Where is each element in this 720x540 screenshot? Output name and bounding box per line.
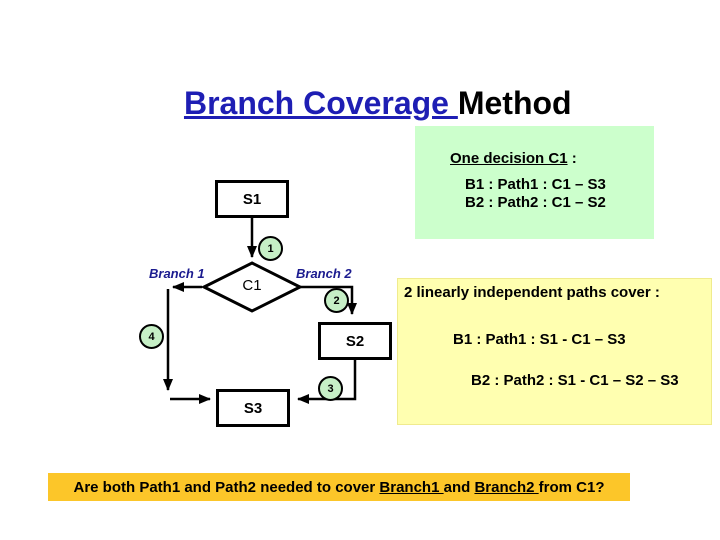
edge-marker-1: 1 xyxy=(258,236,283,261)
decision-note-line-2: B2 : Path2 : C1 – S2 xyxy=(465,194,606,211)
footer-branch2-underline: Branch2 xyxy=(474,478,539,496)
page-title: Branch Coverage Method xyxy=(0,48,720,159)
footer-part3: from C1? xyxy=(538,478,605,496)
footer-part1: Are both Path1 and Path2 needed to cover xyxy=(73,478,380,496)
edge-s2-to-s3 xyxy=(297,360,357,404)
title-rest: Method xyxy=(457,85,572,121)
branch1-edge-label: Branch 1 xyxy=(149,266,205,281)
edge-marker-2: 2 xyxy=(324,288,349,313)
decision-note-heading: One decision C1 : xyxy=(425,133,577,184)
footer-part2: and xyxy=(443,478,475,496)
edge-c1-branch2-to-s2 xyxy=(300,285,357,315)
paths-note-box: 2 linearly independent paths cover : B1 … xyxy=(397,278,712,425)
decision-note-heading-underline: One decision C1 xyxy=(450,150,568,167)
paths-note-line-2: B2 : Path2 : S1 - C1 – S2 – S3 xyxy=(471,372,679,389)
footer-branch1-underline: Branch1 xyxy=(379,478,444,496)
paths-note-line-1: B1 : Path1 : S1 - C1 – S3 xyxy=(453,331,626,348)
paths-note-heading: 2 linearly independent paths cover : xyxy=(404,284,660,301)
decision-note-box: One decision C1 : B1 : Path1 : C1 – S3 B… xyxy=(415,126,654,239)
decision-note-heading-suffix: : xyxy=(567,150,577,167)
edge-marker-3: 3 xyxy=(318,376,343,401)
decision-note-line-1: B1 : Path1 : C1 – S3 xyxy=(465,176,606,193)
flow-node-s2: S2 xyxy=(318,322,392,360)
decision-diamond-c1 xyxy=(200,261,304,313)
branch2-edge-label: Branch 2 xyxy=(296,266,352,281)
footer-question-bar: Are both Path1 and Path2 needed to cover… xyxy=(48,473,630,501)
title-highlight: Branch Coverage xyxy=(183,85,458,121)
edge-marker-4: 4 xyxy=(139,324,164,349)
flow-node-s1: S1 xyxy=(215,180,289,218)
flow-node-s3: S3 xyxy=(216,389,290,427)
flow-node-c1-label: C1 xyxy=(242,277,262,294)
